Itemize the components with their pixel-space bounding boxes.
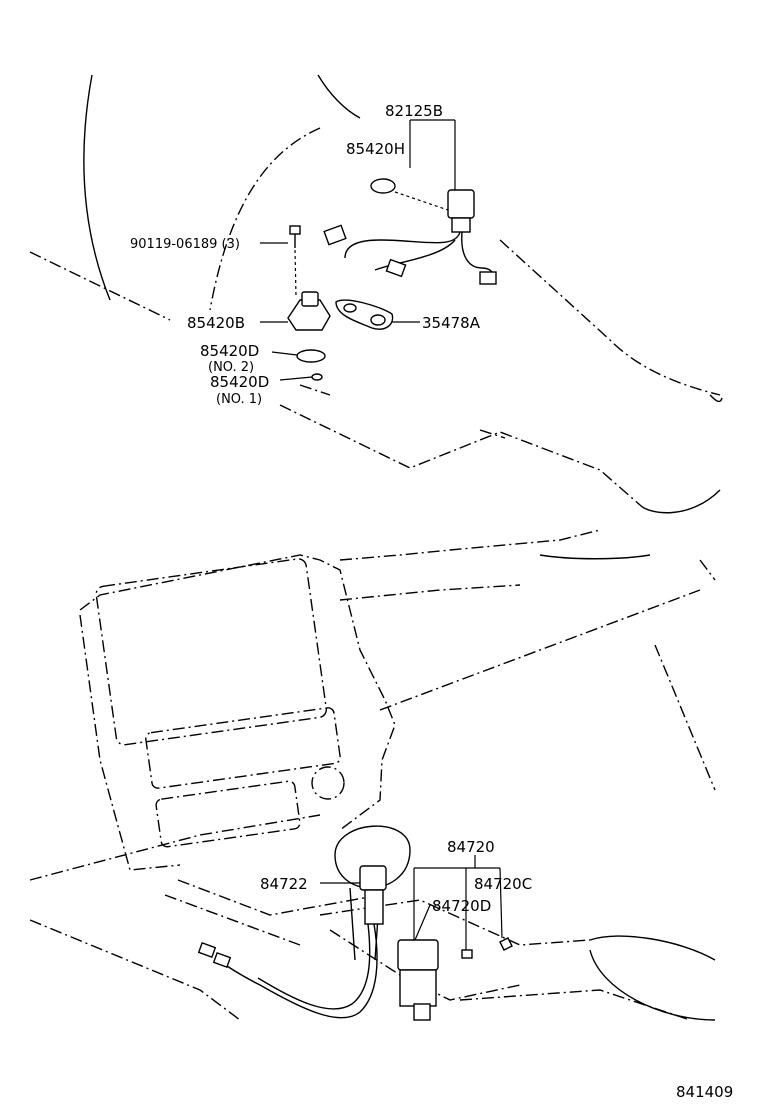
label-84720D: 84720D: [432, 897, 491, 915]
label-85420D-no2: 85420D: [200, 342, 259, 360]
clip-84720C: [499, 937, 513, 951]
label-90119-06189: 90119-06189 (3): [130, 237, 240, 252]
leaders-top: [260, 119, 456, 381]
label-no1: (NO. 1): [216, 392, 262, 407]
label-85420D-no1: 85420D: [210, 373, 269, 391]
gasket-35478A: [335, 299, 394, 330]
leaders-bottom: [320, 855, 503, 950]
label-35478A: 35478A: [422, 314, 481, 332]
o-ring-85420D-no2: [296, 349, 326, 363]
diagram-id: 841409: [676, 1083, 733, 1101]
o-ring-85420D-no1: [311, 373, 323, 381]
label-no2: (NO. 2): [208, 360, 254, 375]
switch-84720: [397, 939, 439, 1021]
sensor-85420B: [287, 291, 331, 331]
cable-84722: [214, 923, 378, 1019]
clip-84720D: [461, 949, 473, 959]
label-82125B: 82125B: [385, 102, 443, 120]
wire-harness-82125B: [323, 189, 497, 285]
body-outline-top: [29, 74, 723, 514]
label-84722: 84722: [260, 875, 308, 893]
bolt-90119: [289, 225, 301, 297]
console-outline: [29, 529, 716, 1021]
cap-85420H: [370, 178, 396, 194]
label-84720: 84720: [447, 838, 495, 856]
label-85420B: 85420B: [187, 314, 245, 332]
label-85420H: 85420H: [346, 140, 405, 158]
label-84720C: 84720C: [474, 875, 532, 893]
part-labels: 82125B 85420H 90119-06189 (3) 85420B 354…: [130, 102, 733, 1101]
switch-84722: [359, 865, 387, 925]
